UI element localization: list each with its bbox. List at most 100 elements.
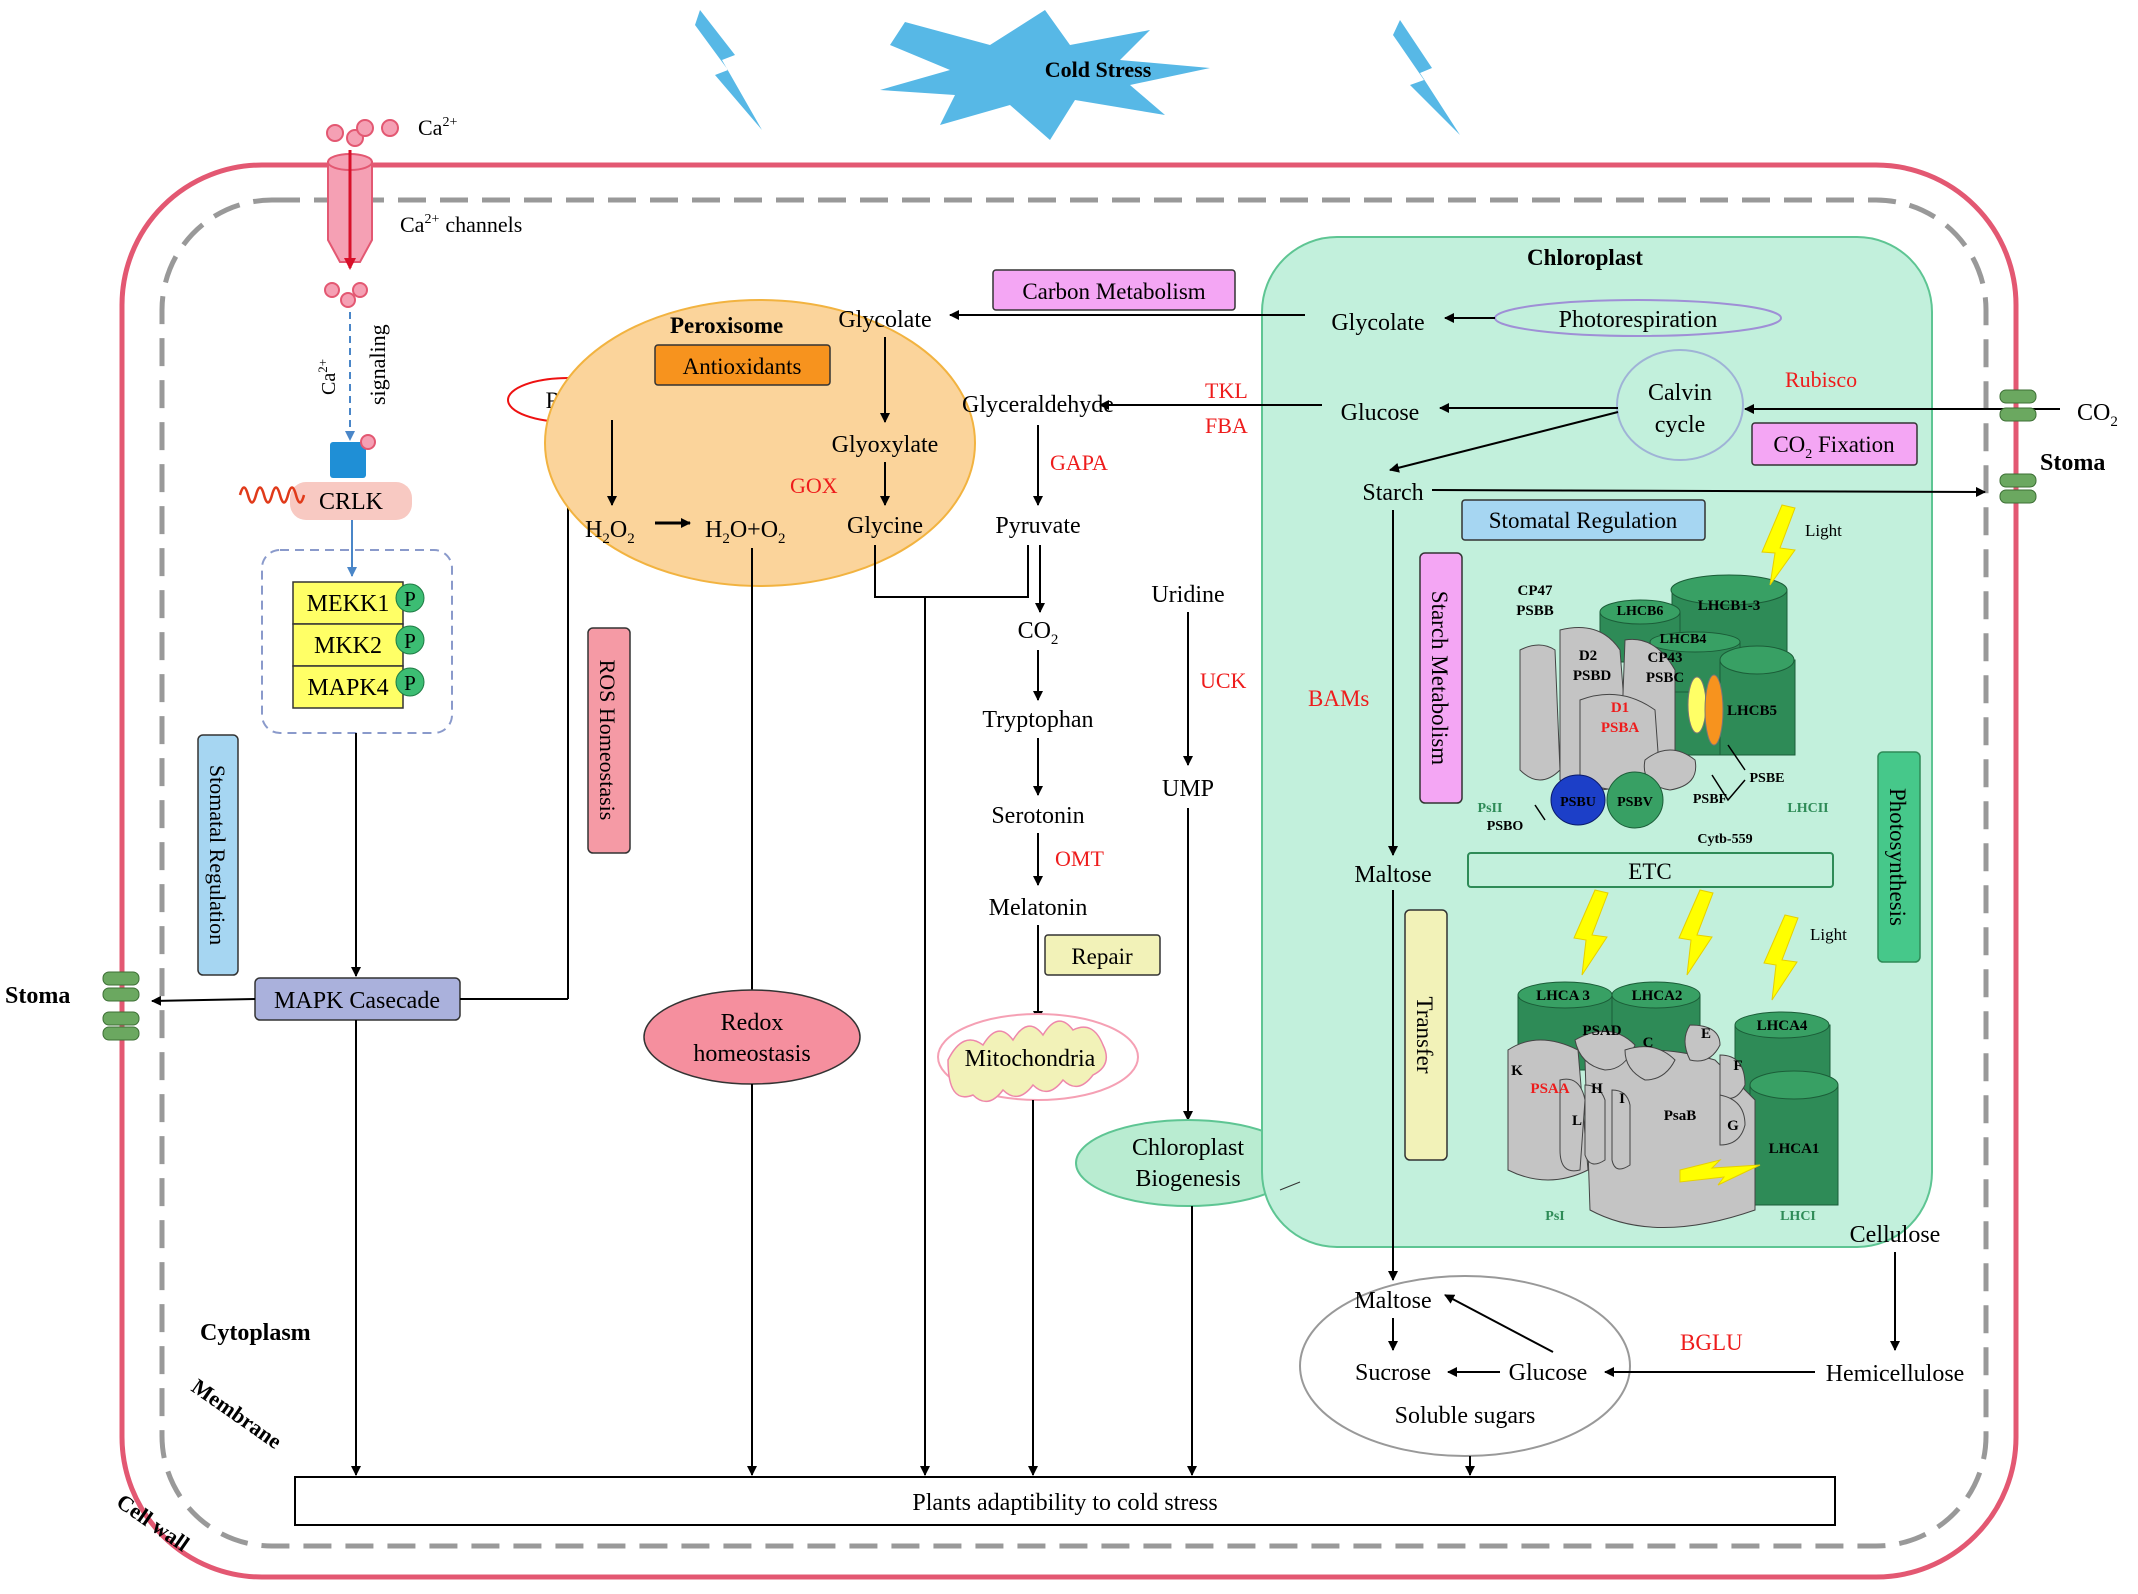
psii-psba: PSBA [1601, 720, 1640, 736]
psi-h: H [1591, 1081, 1603, 1097]
ca-signal-sup: 2+ [315, 359, 330, 373]
enzyme-gapa: GAPA [1050, 450, 1108, 475]
stomatal-regulation-left: Stomatal Regulation [205, 765, 230, 945]
psii-d1: D1 [1611, 700, 1629, 716]
cell-membrane [159, 197, 1989, 1549]
h2o-o2-b: O+O [730, 517, 778, 543]
soluble-sugars-ellipse [1299, 1275, 1631, 1457]
ros-homeostasis-label: ROS Homeostasis [595, 660, 620, 821]
h2o2-a: H [585, 517, 602, 543]
sucrose: Sucrose [1355, 1360, 1431, 1386]
psii-psbv: PSBV [1617, 795, 1653, 810]
psii-psbc: PSBC [1646, 670, 1684, 686]
psi-i: I [1619, 1091, 1625, 1107]
tryptophan: Tryptophan [982, 707, 1093, 733]
ca-signaling-label: signaling [365, 324, 390, 405]
psi-lhci: LHCI [1780, 1209, 1816, 1224]
psii-lhcb6: LHCB6 [1617, 604, 1664, 619]
psii-psbd: PSBD [1573, 668, 1612, 684]
starch: Starch [1362, 480, 1423, 506]
ca-ion-label: Ca [418, 115, 443, 140]
peroxisome [544, 299, 976, 587]
psi-c: C [1643, 1035, 1654, 1051]
kinase-mkk2: MKK2 [314, 633, 382, 659]
kinase-complex: MEKK1 MKK2 MAPK4 P P P [261, 549, 453, 734]
ca-channel-ca: Ca [400, 212, 425, 237]
co2-fixation-a: CO [1773, 432, 1805, 457]
photosynthesis-box [1877, 751, 1921, 963]
ca-channel-label: channels [445, 212, 522, 237]
stoma-left-label: Stoma [5, 983, 70, 1009]
glycolate-chloroplast: Glycolate [1331, 310, 1424, 336]
phospho-2: P [404, 629, 416, 653]
psi-psaa: PSAA [1530, 1081, 1569, 1097]
psi-l: L [1572, 1113, 1582, 1129]
psii-psbo: PSBO [1487, 819, 1524, 834]
co2-external-a: CO [2077, 400, 2110, 426]
redox-label-1: Redox [721, 1010, 784, 1036]
psii-psbe: PSBE [1749, 771, 1784, 786]
repair-box [1044, 934, 1161, 976]
light-bolt-etc-1 [1573, 889, 1609, 976]
psii-psbf: PSBF [1693, 792, 1727, 807]
psi-lhca1: LHCA1 [1769, 1141, 1820, 1157]
etc-box [1467, 852, 1834, 888]
redox-label-2: homeostasis [693, 1041, 810, 1067]
glyoxylate: Glyoxylate [832, 432, 939, 458]
co2-external-sub: 2 [2110, 414, 2118, 430]
co2-fixation-sub: 2 [1805, 447, 1812, 462]
enzyme-gox: GOX [790, 473, 838, 498]
psi-e: E [1701, 1026, 1711, 1042]
cell-wall [119, 162, 2019, 1580]
lightning-left [695, 10, 762, 130]
photorespiration-label: Photorespiration [1559, 307, 1718, 333]
peroxisome-label: Peroxisome [670, 313, 783, 338]
glycine: Glycine [847, 513, 923, 539]
psii-lhcb13: LHCB1-3 [1698, 598, 1761, 614]
kinase-mekk1: MEKK1 [307, 591, 390, 617]
kinase-mapk4: MAPK4 [307, 675, 388, 701]
enzyme-fba: FBA [1205, 413, 1248, 438]
crlk-receptor: CRLK [238, 434, 412, 577]
psii-d2: D2 [1579, 648, 1597, 664]
psii-cp47: CP47 [1518, 583, 1553, 599]
membrane-label: Membrane [187, 1374, 287, 1454]
enzyme-rubisco: Rubisco [1785, 367, 1857, 392]
glucose-chloroplast: Glucose [1341, 400, 1420, 426]
psii-label: PsII [1478, 801, 1503, 816]
calvin-cycle-2: cycle [1655, 412, 1706, 438]
ros-homeostasis-box [587, 627, 631, 854]
enzyme-bams: BAMs [1308, 686, 1369, 711]
chloroplast-label: Chloroplast [1527, 245, 1643, 270]
psi-psab: PsaB [1664, 1108, 1697, 1124]
starch-metabolism-label: Starch Metabolism [1427, 591, 1452, 765]
psi-f: F [1733, 1058, 1742, 1074]
psi-g: G [1727, 1118, 1739, 1134]
melatonin: Melatonin [989, 895, 1088, 921]
adaptability-box [294, 1476, 1836, 1526]
enzyme-omt: OMT [1055, 846, 1104, 871]
stoma-right-label: Stoma [2040, 450, 2105, 476]
light-bolt-psi [1763, 914, 1799, 1001]
uridine: Uridine [1151, 582, 1224, 608]
psi-k: K [1511, 1063, 1523, 1079]
glycine-pyruvate-bracket [874, 545, 1029, 598]
glyceraldehyde: Glyceraldehyde [962, 392, 1114, 418]
starch-metabolism-box [1419, 552, 1463, 804]
antioxidants-box [654, 344, 831, 386]
psi-lhca3: LHCA 3 [1536, 988, 1590, 1004]
enzyme-bglu: BGLU [1680, 1330, 1743, 1355]
stomatal-regulation-left-box [197, 734, 239, 976]
svg-text:CO2: CO2 [2077, 400, 2118, 430]
svg-text:CO2: CO2 [1018, 618, 1059, 648]
h2o2-b: O [610, 517, 627, 543]
svg-text:H2O2: H2O2 [585, 517, 635, 547]
phospho-3: P [404, 671, 416, 695]
hemicellulose: Hemicellulose [1826, 1361, 1965, 1387]
mitochondria [937, 1013, 1139, 1103]
light-label-psii: Light [1805, 521, 1842, 540]
h2o-o2-sub2: 2 [778, 531, 786, 547]
carbon-metabolism-label: Carbon Metabolism [1022, 279, 1205, 304]
